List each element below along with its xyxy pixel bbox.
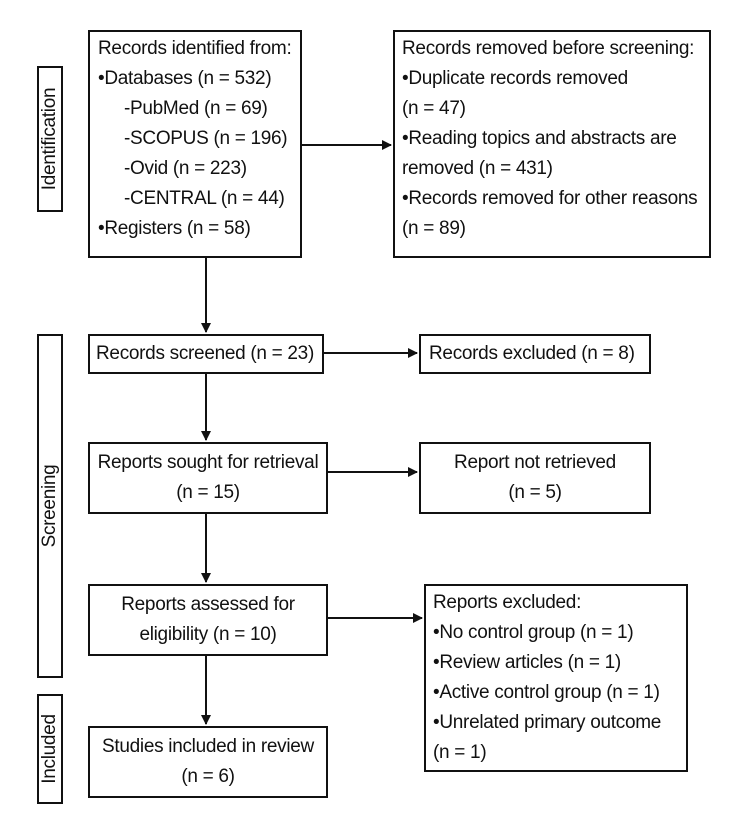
- reports-assessed-line1: Reports assessed for: [121, 594, 295, 615]
- other-reasons-count: (n = 89): [402, 218, 466, 239]
- ovid-count: -Ovid (n = 223): [124, 158, 247, 179]
- phase-label-screening: Screening: [37, 334, 63, 678]
- reports-sought-line1: Reports sought for retrieval: [97, 452, 319, 473]
- phase-label-identification: Identification: [37, 66, 63, 212]
- databases-count: •Databases (n = 532): [98, 68, 272, 89]
- records-identified-box: Records identified from: •Databases (n =…: [88, 30, 302, 258]
- duplicates-label: •Duplicate records removed: [402, 68, 628, 89]
- studies-included-box: Studies included in review (n = 6): [88, 726, 328, 798]
- pubmed-count: -PubMed (n = 69): [124, 98, 268, 119]
- no-control-group: •No control group (n = 1): [433, 622, 634, 643]
- reports-assessed-box: Reports assessed for eligibility (n = 10…: [88, 584, 328, 656]
- reading-count: removed (n = 431): [402, 158, 553, 179]
- review-articles: •Review articles (n = 1): [433, 652, 621, 673]
- records-removed-box: Records removed before screening: •Dupli…: [393, 30, 711, 258]
- report-not-retrieved-line2: (n = 5): [508, 482, 562, 503]
- studies-included-line1: Studies included in review: [102, 736, 314, 757]
- reports-excluded-title: Reports excluded:: [433, 592, 582, 613]
- reading-label: •Reading topics and abstracts are: [402, 128, 677, 149]
- reports-sought-box: Reports sought for retrieval (n = 15): [88, 442, 328, 514]
- duplicates-count: (n = 47): [402, 98, 466, 119]
- report-not-retrieved-line1: Report not retrieved: [454, 452, 616, 473]
- report-not-retrieved-box: Report not retrieved (n = 5): [419, 442, 651, 514]
- central-count: -CENTRAL (n = 44): [124, 188, 285, 209]
- studies-included-line2: (n = 6): [181, 766, 235, 787]
- reports-sought-line2: (n = 15): [176, 482, 240, 503]
- unrelated-outcome-count: (n = 1): [433, 742, 487, 763]
- records-screened-box: Records screened (n = 23): [88, 334, 324, 374]
- reports-assessed-line2: eligibility (n = 10): [139, 624, 277, 645]
- reports-excluded-box: Reports excluded: •No control group (n =…: [424, 584, 688, 772]
- records-removed-title: Records removed before screening:: [402, 38, 695, 59]
- records-identified-title: Records identified from:: [98, 38, 292, 59]
- phase-label-included: Included: [37, 694, 63, 804]
- registers-count: •Registers (n = 58): [98, 218, 251, 239]
- active-control-group: •Active control group (n = 1): [433, 682, 660, 703]
- other-reasons-label: •Records removed for other reasons: [402, 188, 698, 209]
- unrelated-outcome-label: •Unrelated primary outcome: [433, 712, 662, 733]
- records-screened-text: Records screened (n = 23): [96, 343, 314, 364]
- records-excluded-box: Records excluded (n = 8): [419, 334, 651, 374]
- records-excluded-text: Records excluded (n = 8): [429, 343, 635, 364]
- scopus-count: -SCOPUS (n = 196): [124, 128, 288, 149]
